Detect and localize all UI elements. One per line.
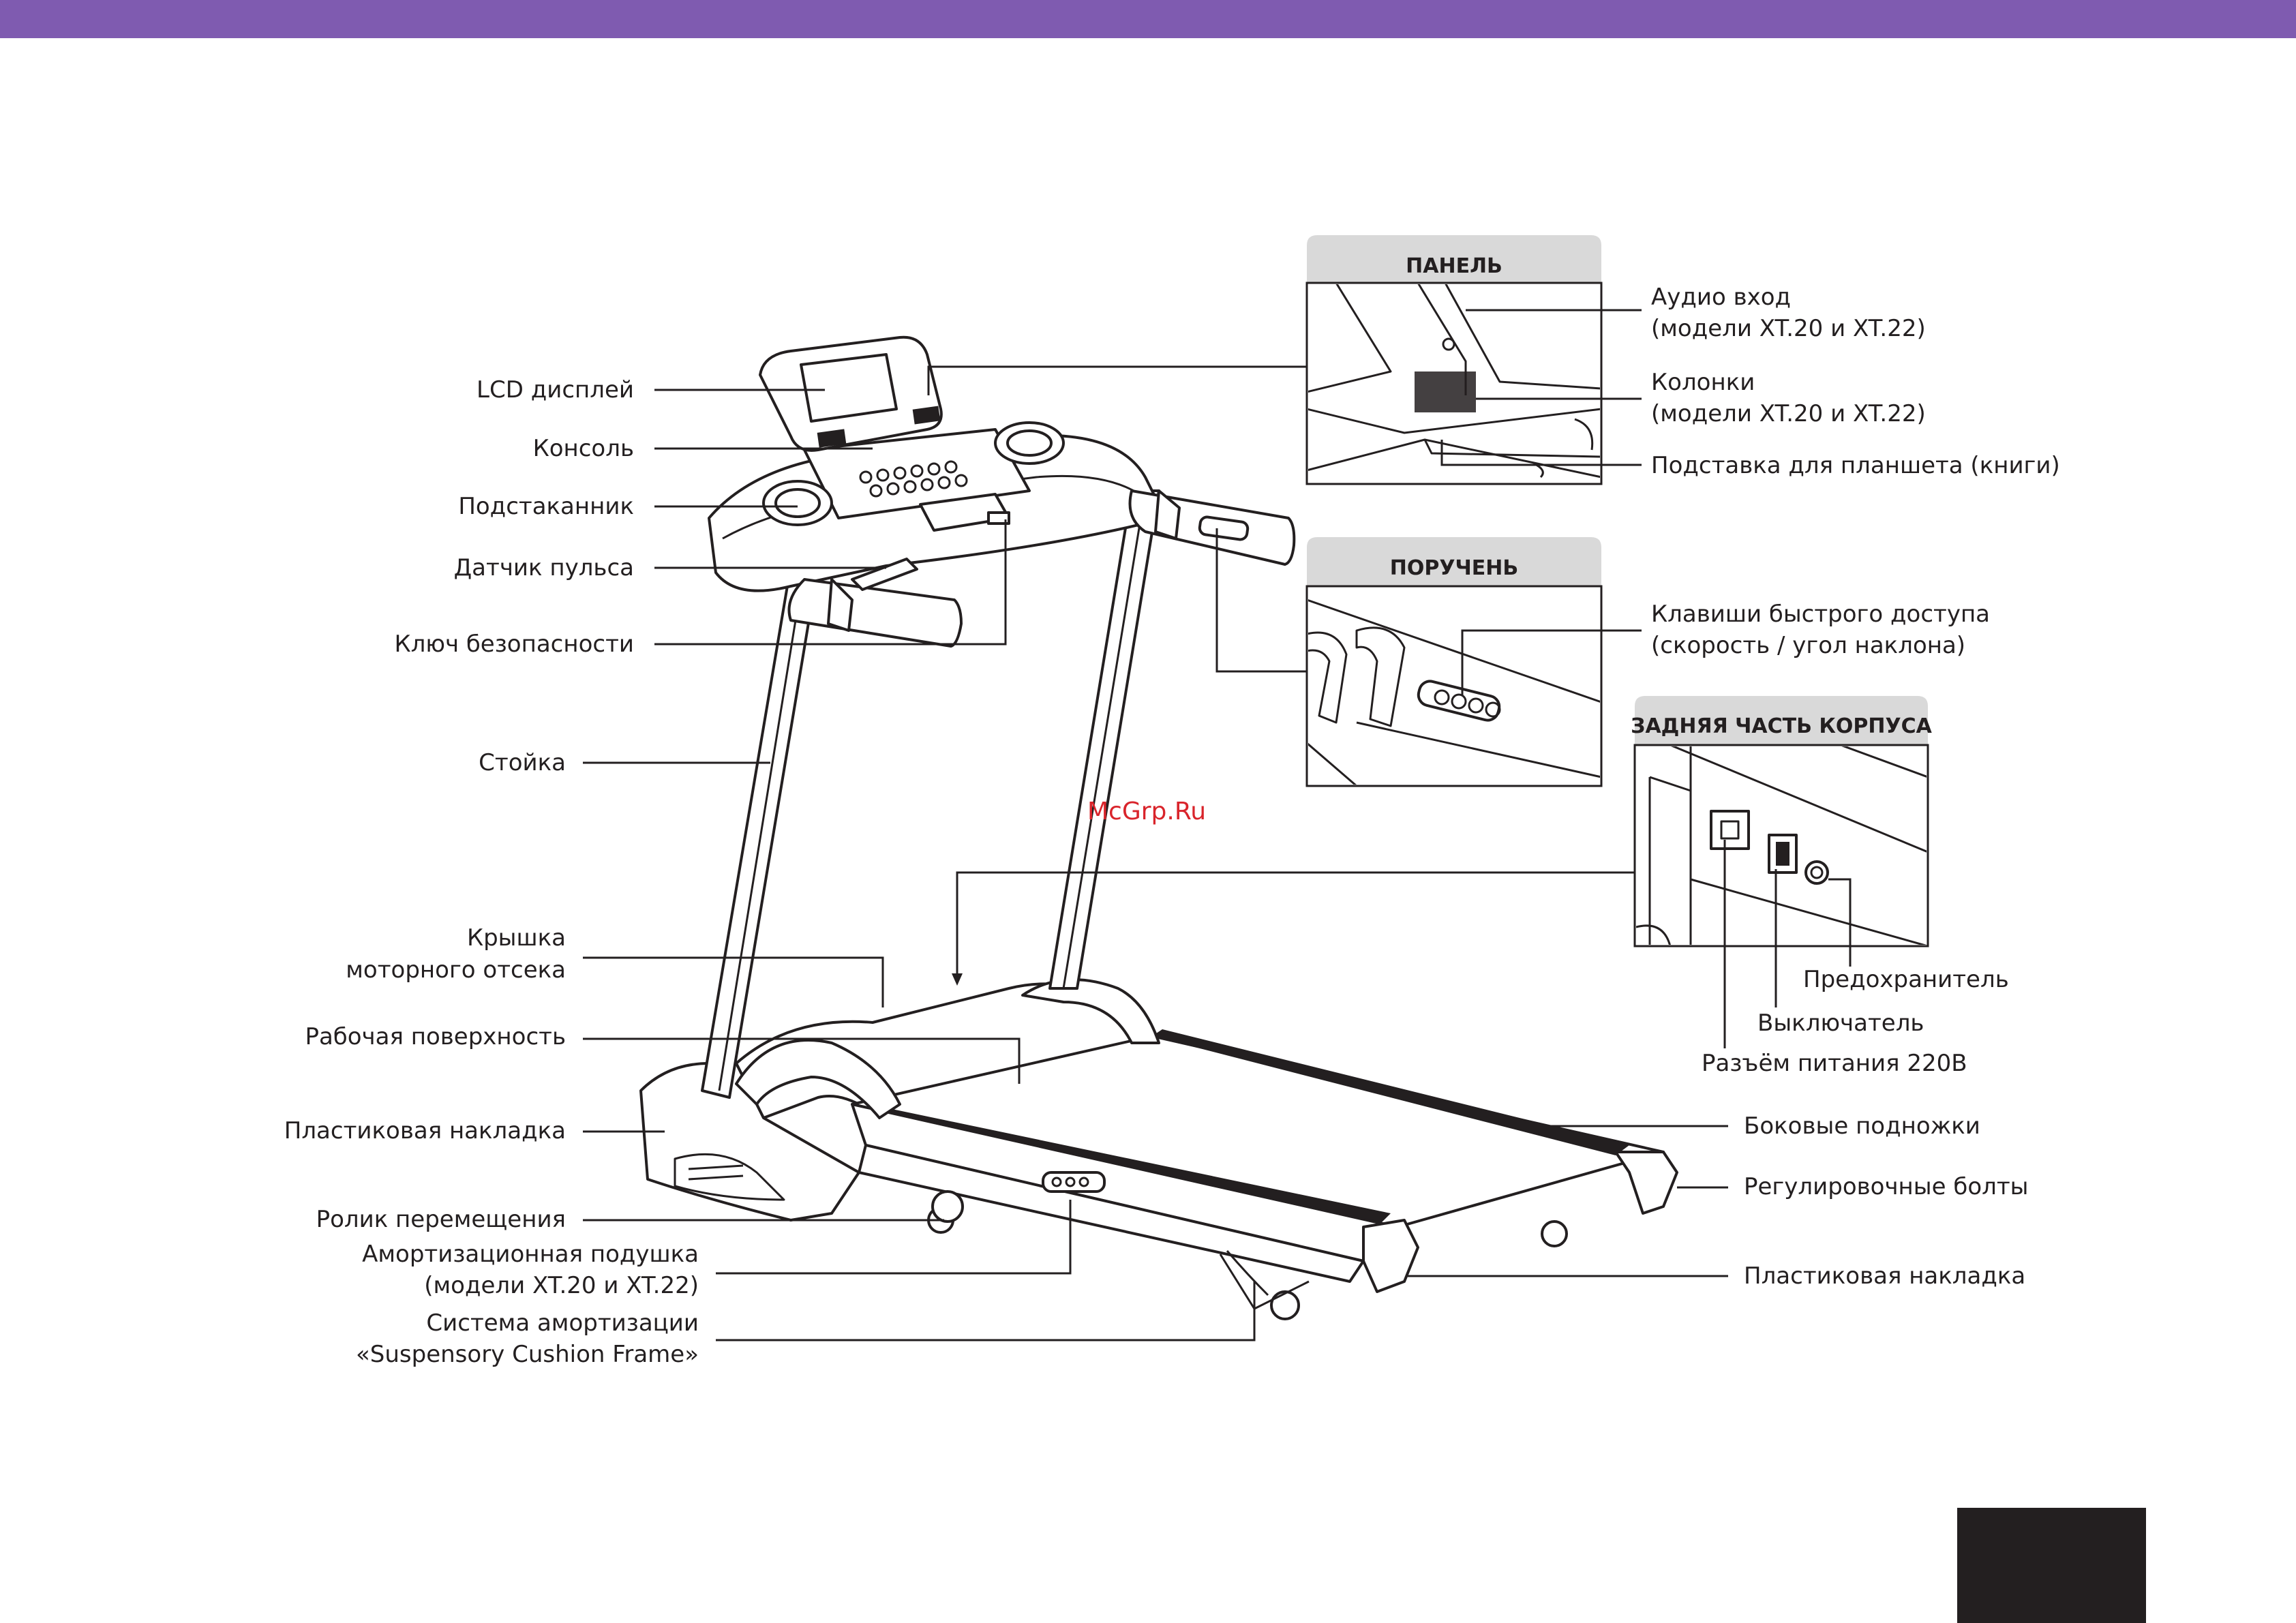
header-accent-bar	[0, 0, 2296, 38]
suspension-frame	[1219, 1254, 1310, 1310]
label-cushion-line1: Амортизационная подушка	[362, 1241, 699, 1268]
inset-panel-title: ПАНЕЛЬ	[1406, 254, 1502, 278]
label-side-rails: Боковые подножки	[1744, 1112, 1980, 1140]
label-audio-line1: Аудио вход	[1651, 284, 1791, 311]
label-hotkeys-line1: Клавиши быстрого доступа	[1651, 601, 1990, 628]
label-upright: Стойка	[479, 749, 566, 776]
label-plastic-cover-rear: Пластиковая накладка	[1744, 1262, 2025, 1290]
upright-left	[701, 564, 819, 1099]
deck-frame-lower	[858, 1144, 1365, 1283]
label-audio-line2: (модели XT.20 и XT.22)	[1651, 315, 1926, 342]
label-safety-key: Ключ безопасности	[394, 631, 634, 658]
label-motor-cover-line2: моторного отсека	[346, 956, 566, 984]
lcd-screen	[800, 353, 898, 423]
rear-end-cap-left	[1362, 1219, 1419, 1293]
inset-handrail: ПОРУЧЕНЬ	[1305, 537, 1603, 787]
label-plastic-cover: Пластиковая накладка	[284, 1117, 566, 1144]
leader-lines	[583, 309, 1852, 1341]
label-lcd-display: LCD дисплей	[477, 376, 634, 404]
rear-end-cap-right	[1614, 1151, 1678, 1215]
label-switch: Выключатель	[1757, 1010, 1924, 1037]
labels-left: LCD дисплей Консоль Подстаканник Датчик …	[284, 376, 699, 1368]
label-power-socket: Разъём питания 220В	[1702, 1050, 1967, 1077]
inset-handrail-title: ПОРУЧЕНЬ	[1390, 556, 1518, 580]
label-transport-roller: Ролик перемещения	[316, 1206, 566, 1233]
page-number-block	[1957, 1508, 2146, 1623]
label-speakers-line1: Колонки	[1651, 369, 1755, 396]
inset-panel: ПАНЕЛЬ	[1305, 235, 1603, 485]
label-running-deck: Рабочая поверхность	[305, 1023, 566, 1050]
side-rail-right	[1152, 1029, 1629, 1155]
label-suspension-line1: Система амортизации	[426, 1309, 699, 1337]
treadmill-illustration	[639, 335, 1678, 1320]
label-hotkeys-line2: (скорость / угол наклона)	[1651, 632, 1965, 659]
watermark: McGrp.Ru	[1087, 798, 1206, 825]
inset-rear: ЗАДНЯЯ ЧАСТЬ КОРПУСА	[1631, 696, 1933, 947]
label-adjustment-bolts: Регулировочные болты	[1744, 1173, 2029, 1200]
label-pulse-sensor: Датчик пульса	[454, 554, 634, 581]
inset-rear-title: ЗАДНЯЯ ЧАСТЬ КОРПУСА	[1631, 714, 1933, 738]
transport-wheel	[931, 1190, 964, 1223]
label-motor-cover-line1: Крышка	[467, 924, 566, 952]
label-fuse: Предохранитель	[1803, 966, 2009, 993]
handrail-left	[787, 578, 963, 648]
label-cupholder: Подстаканник	[458, 493, 634, 520]
labels-right: Аудио вход (модели XT.20 и XT.22) Колонк…	[1651, 284, 2060, 1290]
label-suspension-line2: «Suspensory Cushion Frame»	[356, 1341, 699, 1368]
pulse-sensor	[851, 558, 918, 591]
label-speakers-line2: (модели XT.20 и XT.22)	[1651, 400, 1926, 427]
label-tablet-holder: Подставка для планшета (книги)	[1651, 452, 2060, 479]
label-cushion-line2: (модели XT.20 и XT.22)	[424, 1272, 699, 1299]
label-console: Консоль	[533, 435, 634, 462]
